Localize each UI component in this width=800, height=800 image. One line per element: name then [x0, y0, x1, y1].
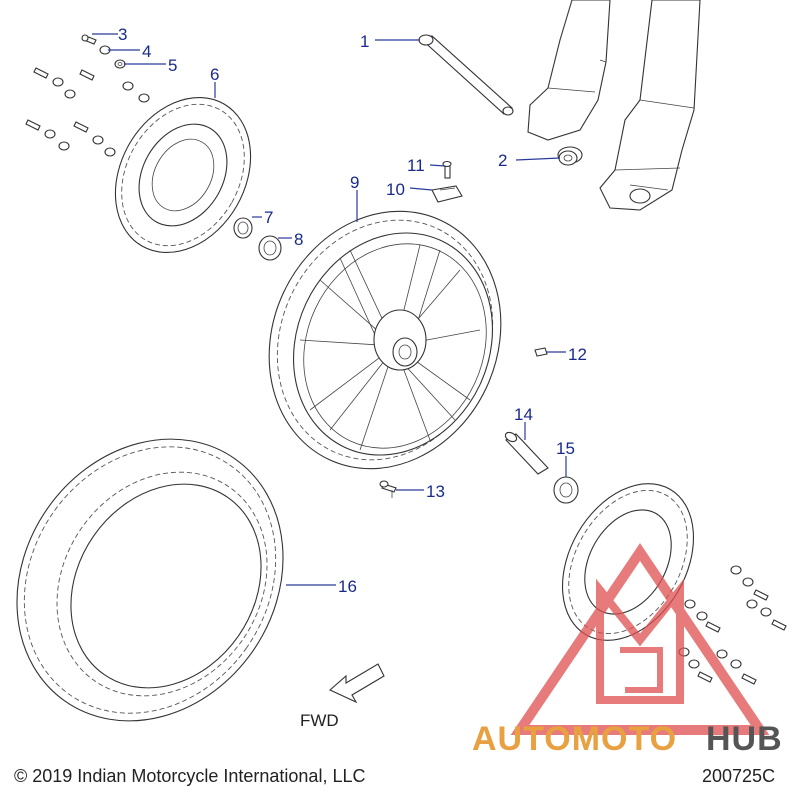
callout-2: 2	[498, 151, 507, 170]
callout-1: 1	[360, 32, 369, 51]
diagram-code: 200725C	[702, 766, 775, 786]
fwd-label: FWD	[300, 711, 339, 730]
callout-14: 14	[514, 405, 533, 424]
callout-7: 7	[264, 208, 273, 227]
callout-8: 8	[294, 230, 303, 249]
valve-part-13	[379, 480, 397, 498]
leader-lines	[92, 33, 567, 586]
copyright-text: © 2019 Indian Motorcycle International, …	[14, 766, 365, 786]
callout-6: 6	[210, 65, 219, 84]
clip-part-12	[534, 347, 548, 357]
callout-10: 10	[386, 180, 405, 199]
tire-part-16	[16, 438, 284, 722]
seal-part-7	[233, 217, 253, 239]
brake-rotor-part-6	[114, 96, 252, 254]
callout-12: 12	[568, 345, 587, 364]
fwd-arrow	[328, 663, 385, 704]
left-brake-hardware	[25, 34, 150, 157]
watermark-text: AUTOMOTO HUB	[472, 720, 783, 758]
spacer-part-14	[504, 431, 549, 475]
callout-13: 13	[426, 482, 445, 501]
fork-legs	[527, 0, 701, 211]
callout-11: 11	[407, 156, 425, 175]
watermark-brand-1: AUTOMOTO	[472, 720, 677, 758]
watermark-brand-2: HUB	[706, 720, 783, 758]
bearing-part-15	[553, 476, 579, 504]
spacer-part-2	[558, 150, 578, 166]
watermark-logo	[510, 543, 770, 735]
callout-15: 15	[556, 439, 575, 458]
screw-part-11	[442, 160, 452, 179]
wheel-part-9	[268, 210, 502, 470]
washer-part-5	[114, 59, 126, 69]
callout-labels: 1 2 3 4 5 6 7 8 9 10 11 12 13 14 15 16	[118, 25, 587, 596]
callout-5: 5	[168, 56, 177, 75]
bearing-part-8	[258, 235, 282, 261]
sensor-part-10	[431, 185, 463, 203]
callout-16: 16	[338, 577, 357, 596]
callout-4: 4	[142, 42, 151, 61]
axle-part-1	[418, 34, 514, 116]
callout-9: 9	[350, 173, 359, 192]
bolt-part-3	[81, 34, 97, 45]
callout-3: 3	[118, 25, 127, 44]
